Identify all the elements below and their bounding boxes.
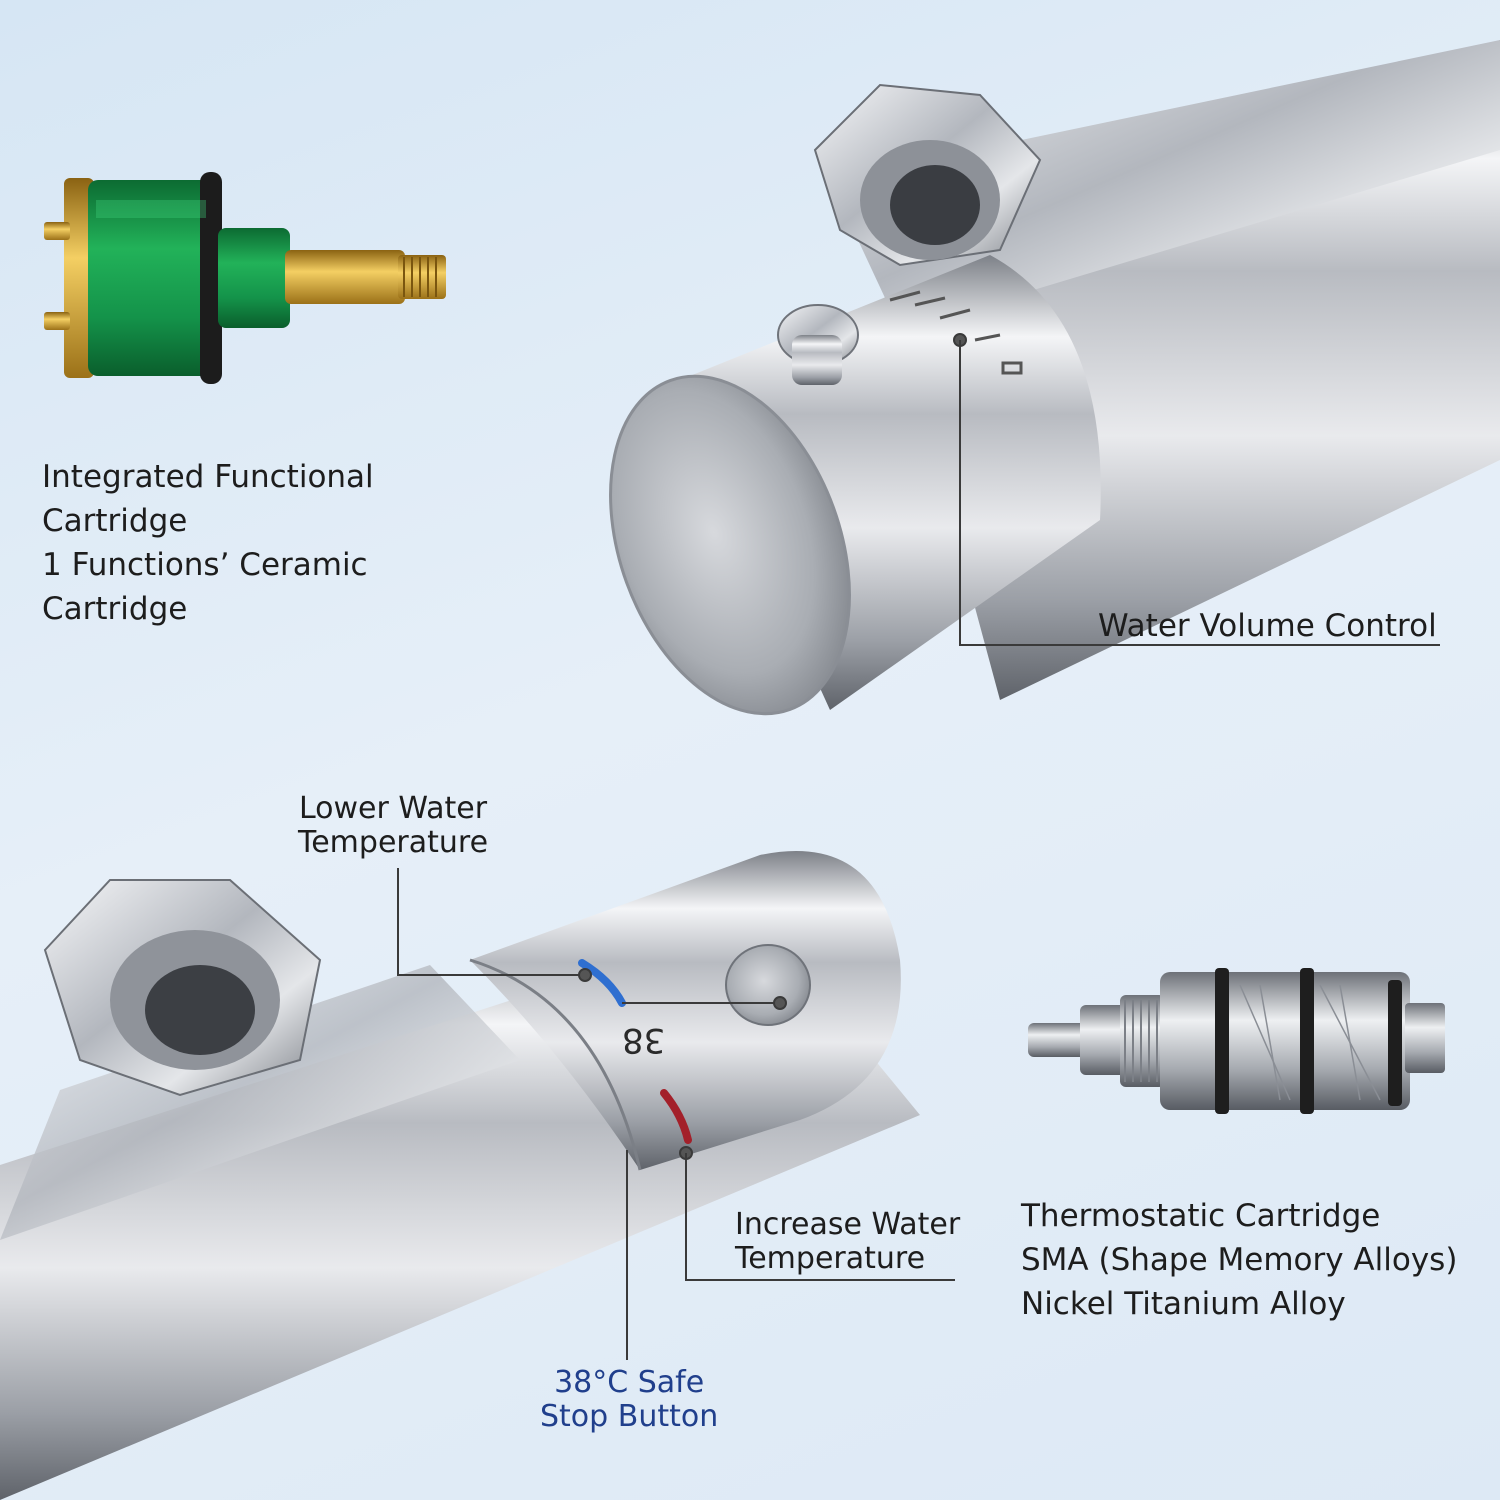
thermostatic-cartridge-icon [1028, 968, 1445, 1114]
temperature-dial-number: 38 [622, 1020, 666, 1060]
green-ceramic-cartridge-icon [44, 172, 446, 384]
water-volume-control-label: Water Volume Control [1098, 608, 1437, 644]
water-volume-leader-line [953, 333, 1440, 646]
safe-stop-button-label: 38°C Safe Stop Button [540, 1365, 719, 1434]
integrated-cartridge-label: Integrated Functional Cartridge 1 Functi… [42, 459, 374, 627]
lower-water-temperature-label: Lower Water Temperature [298, 791, 489, 860]
increase-water-temperature-label: Increase Water Temperature [735, 1207, 961, 1276]
chrome-valve-top-icon [609, 40, 1500, 716]
thermostatic-cartridge-label: Thermostatic Cartridge SMA (Shape Memory… [1021, 1198, 1458, 1322]
chrome-valve-bottom-icon [0, 850, 920, 1500]
bottom-leader-lines [397, 868, 955, 1360]
